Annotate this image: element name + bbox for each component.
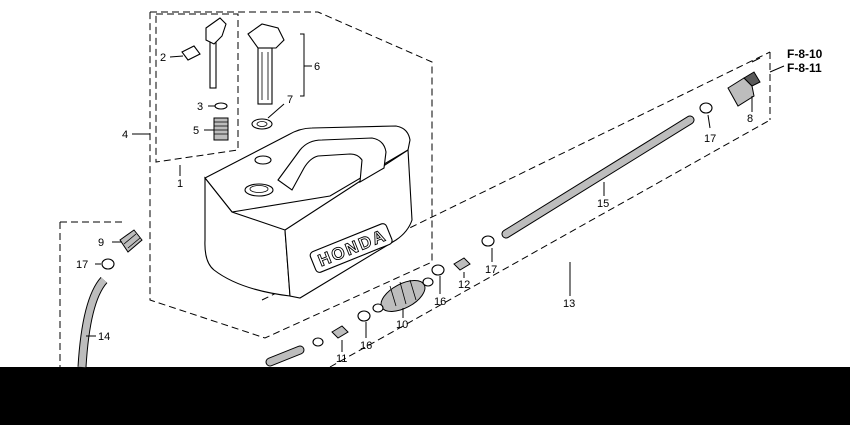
primer-bulb-part-10 [372, 277, 434, 313]
clip-16-upper [431, 264, 445, 276]
clip-16-lower [357, 310, 371, 322]
reference-arrow [769, 65, 785, 73]
vent-assembly [181, 17, 229, 141]
vent-joint-part-2 [181, 45, 201, 61]
gasket-part-7 [251, 118, 273, 130]
fuel-hose-lower-stub [266, 346, 304, 366]
leader-lines [86, 33, 761, 352]
callout-12: 12 [458, 279, 470, 291]
callout-17-left: 17 [76, 259, 88, 271]
connector-part-8 [727, 71, 761, 107]
tank-joint-part-9 [119, 229, 143, 253]
reference-code-2: F-8-11 [787, 61, 822, 75]
callout-16-upper: 16 [434, 296, 446, 308]
callout-16-lower: 16 [360, 340, 372, 352]
callout-10: 10 [396, 319, 408, 331]
tank-handle [277, 137, 387, 191]
callout-6: 6 [314, 61, 320, 73]
diagram-background [0, 0, 850, 367]
o-ring-part-3 [214, 102, 228, 110]
clip-lower-left [312, 337, 324, 347]
callout-17-middle: 17 [485, 264, 497, 276]
callout-3: 3 [197, 101, 203, 113]
tank-side [204, 176, 291, 297]
gauge-port [254, 155, 272, 165]
fuel-hose-14 [78, 277, 107, 368]
callout-5: 5 [193, 125, 199, 137]
clip-17-middle [481, 235, 495, 247]
callout-17-upper: 17 [704, 133, 716, 145]
callout-4: 4 [122, 129, 128, 141]
gauge-tube [257, 47, 273, 105]
callout-13: 13 [563, 298, 575, 310]
fuel-hose-15 [502, 116, 694, 238]
fitting-part-11 [331, 325, 349, 339]
callout-8: 8 [747, 113, 753, 125]
callout-1: 1 [177, 178, 183, 190]
callout-9: 9 [98, 237, 104, 249]
vent-elbow [205, 17, 227, 45]
fuel-tank: HONDA [204, 125, 413, 299]
hose-assembly-boundary-lower [329, 119, 771, 368]
reference-code-1: F-8-10 [787, 47, 823, 61]
spring-part-5 [213, 117, 229, 141]
vent-tube [209, 39, 217, 89]
clip-17-left [101, 258, 115, 270]
fuel-gauge-assembly [247, 23, 285, 130]
tank-assembly-boundary [149, 11, 433, 339]
fitting-part-12 [453, 257, 471, 271]
callout-2: 2 [160, 52, 166, 64]
callout-15: 15 [597, 198, 609, 210]
callout-11: 11 [336, 353, 347, 365]
callout-labels: 2 3 5 4 1 6 7 8 17 15 13 17 12 16 10 16 … [76, 47, 823, 365]
clip-17-upper [699, 102, 713, 114]
callout-14: 14 [98, 331, 110, 343]
callout-7: 7 [287, 94, 293, 106]
